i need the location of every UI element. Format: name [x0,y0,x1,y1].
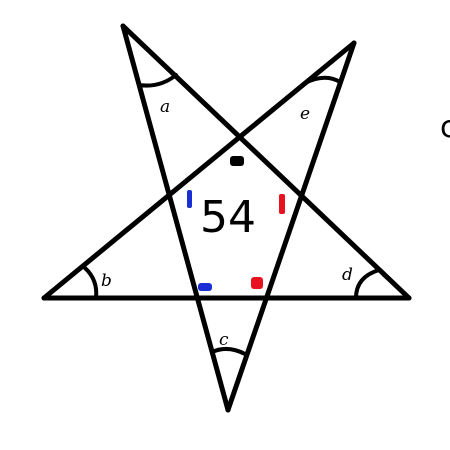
star-line-e-to-b [41,40,357,301]
angle-arc-a [137,73,178,88]
angle-label-d: d [342,265,353,285]
angle-arc-b [83,266,99,300]
mark-blue-bottom [198,283,212,291]
angle-arc-e [303,75,342,85]
star-line-c-to-e [225,40,357,413]
star-line-d-to-a [120,23,412,301]
mark-black-top [230,156,244,166]
star-line-a-to-c [120,23,231,413]
pentagon-marks [187,156,285,291]
mark-blue-left [187,190,192,208]
center-number: 54 [200,192,256,243]
star-lines [41,23,412,413]
angle-label-a: a [160,97,170,117]
mark-red-bottom [251,277,263,289]
angle-arcs [83,73,381,356]
angle-arc-c [210,347,247,356]
cropped-edge-text: c [440,110,450,145]
mark-red-right [279,194,285,214]
angle-arc-d [354,268,381,300]
angle-label-b: b [101,271,112,291]
angle-label-e: e [300,104,310,124]
angle-label-c: c [219,330,229,350]
